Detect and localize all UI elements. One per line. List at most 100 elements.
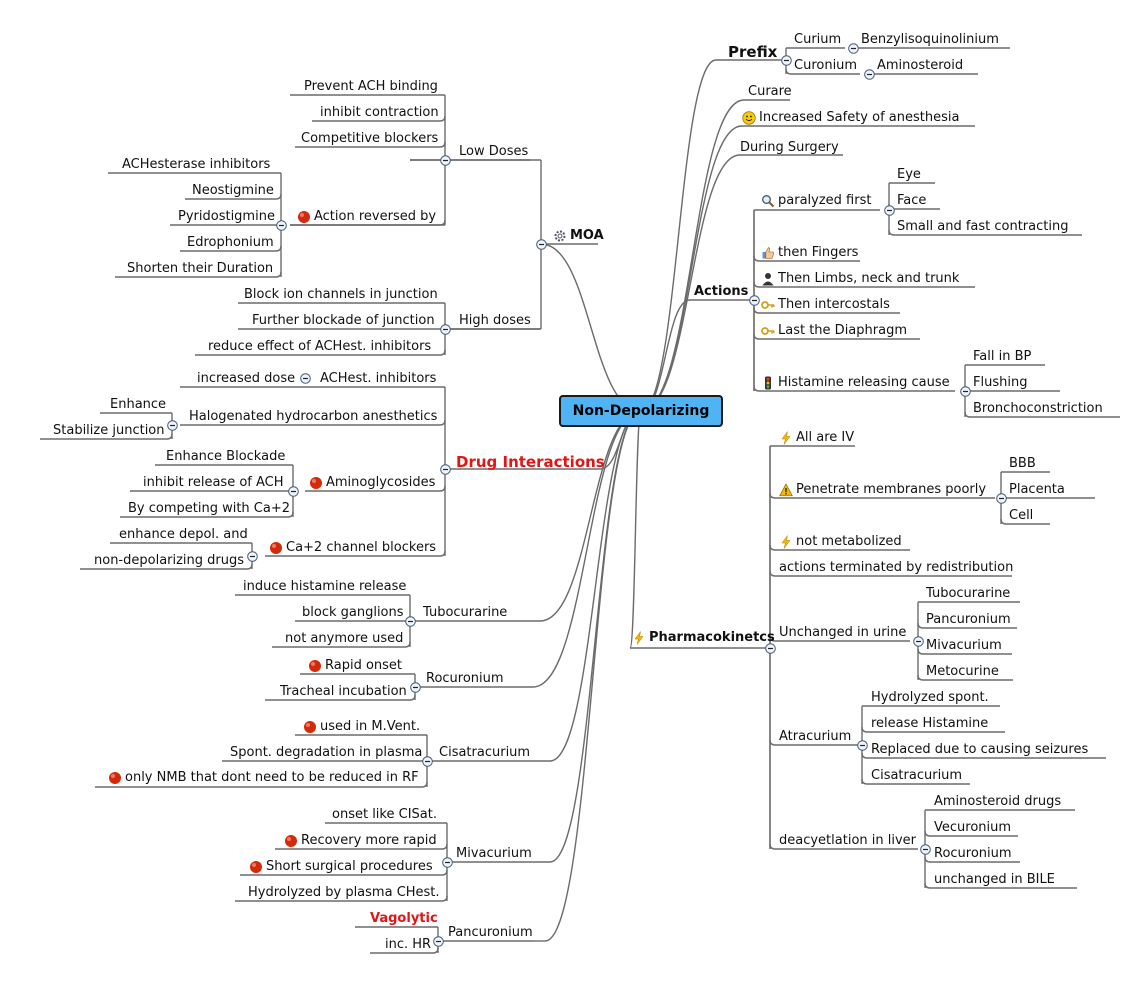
not-metabolized-node[interactable]: not metabolized: [779, 534, 902, 551]
reversal-item[interactable]: ACHesterase inhibitors: [122, 157, 271, 172]
curium-child[interactable]: Benzylisoquinolinium: [861, 32, 999, 47]
curonium-node[interactable]: Curonium: [794, 58, 858, 73]
mivacurium-item[interactable]: Hydrolyzed by plasma CHest.: [248, 885, 440, 900]
halogenated-node[interactable]: Halogenated hydrocarbon anesthetics: [189, 409, 438, 424]
liver-item[interactable]: unchanged in BILE: [934, 872, 1055, 887]
collapse-toggle[interactable]: [275, 219, 287, 231]
collapse-toggle[interactable]: [246, 550, 258, 562]
pancuronium-node[interactable]: Pancuronium: [448, 925, 533, 940]
halogenated-child[interactable]: Enhance: [110, 397, 167, 412]
low-doses-item[interactable]: inhibit contraction: [320, 105, 439, 120]
atracurium-item[interactable]: Hydrolyzed spont.: [871, 690, 989, 705]
penetrate-item[interactable]: BBB: [1009, 456, 1036, 471]
histamine-node[interactable]: Histamine releasing cause: [761, 375, 950, 392]
curare-node[interactable]: Curare: [748, 84, 792, 99]
curonium-child[interactable]: Aminosteroid: [877, 58, 964, 73]
collapse-toggle[interactable]: [439, 154, 451, 166]
paralyzed-item[interactable]: Face: [897, 193, 927, 208]
paralyzed-item[interactable]: Eye: [897, 167, 921, 182]
drug-interactions-node[interactable]: Drug Interactions: [456, 452, 605, 471]
low-doses-item[interactable]: Competitive blockers: [301, 131, 439, 146]
then-limbs-node[interactable]: Then Limbs, neck and trunk: [761, 271, 959, 288]
urine-item[interactable]: Mivacurium: [926, 638, 1002, 653]
mivacurium-node[interactable]: Mivacurium: [456, 846, 532, 861]
all-iv-node[interactable]: All are IV: [779, 430, 854, 447]
atracurium-node[interactable]: Atracurium: [779, 729, 852, 744]
tubocurarine-item[interactable]: block ganglions: [302, 605, 404, 620]
histamine-item[interactable]: Flushing: [973, 375, 1028, 390]
aminoglycosides-child[interactable]: inhibit release of ACH: [143, 475, 284, 490]
collapse-toggle[interactable]: [748, 294, 760, 306]
urine-node[interactable]: Unchanged in urine: [779, 625, 907, 640]
collapse-toggle[interactable]: [764, 642, 776, 654]
penetrate-item[interactable]: Cell: [1009, 508, 1034, 523]
mivacurium-item[interactable]: onset like CISat.: [332, 807, 437, 822]
collapse-toggle[interactable]: [847, 42, 859, 54]
collapse-toggle[interactable]: [535, 238, 547, 250]
cisatracurium-item[interactable]: only NMB that dont need to be reduced in…: [108, 770, 419, 787]
collapse-toggle[interactable]: [409, 681, 421, 693]
collapse-toggle[interactable]: [441, 856, 453, 868]
collapse-toggle[interactable]: [959, 385, 971, 397]
action-reversed-node[interactable]: Action reversed by: [297, 209, 436, 226]
root-node[interactable]: Non-Depolarizing: [559, 395, 723, 427]
high-doses-node[interactable]: High doses: [459, 313, 531, 328]
liver-node[interactable]: deacyetlation in liver: [779, 833, 917, 848]
then-fingers-node[interactable]: then Fingers: [761, 245, 858, 262]
cisatracurium-node[interactable]: Cisatracurium: [439, 745, 531, 760]
atracurium-item[interactable]: release Histamine: [871, 716, 989, 731]
histamine-item[interactable]: Fall in BP: [973, 349, 1032, 364]
liver-item[interactable]: Vecuronium: [934, 820, 1012, 835]
curium-node[interactable]: Curium: [794, 32, 842, 47]
reversal-item[interactable]: Shorten their Duration: [127, 261, 274, 276]
halogenated-child[interactable]: Stabilize junction: [53, 423, 165, 438]
collapse-toggle[interactable]: [439, 463, 451, 475]
collapse-toggle[interactable]: [439, 323, 451, 335]
mivacurium-item[interactable]: Short surgical procedures: [249, 859, 433, 876]
collapse-toggle[interactable]: [919, 843, 931, 855]
prefix-node[interactable]: Prefix: [728, 42, 778, 61]
reversal-item[interactable]: Neostigmine: [192, 183, 274, 198]
rocuronium-item[interactable]: Rapid onset: [308, 658, 402, 675]
achest-node[interactable]: ACHest. inhibitors: [320, 371, 437, 386]
collapse-toggle[interactable]: [432, 935, 444, 947]
ca-blockers-node[interactable]: Ca+2 channel blockers: [269, 540, 436, 557]
histamine-item[interactable]: Bronchoconstriction: [973, 401, 1103, 416]
paralyzed-item[interactable]: Small and fast contracting: [897, 219, 1069, 234]
liver-item[interactable]: Rocuronium: [934, 846, 1012, 861]
tubocurarine-item[interactable]: induce histamine release: [243, 579, 407, 594]
pharmacokinetics-node[interactable]: Pharmacokinetcs: [632, 630, 775, 647]
urine-item[interactable]: Tubocurarine: [926, 586, 1011, 601]
liver-item[interactable]: Aminosteroid drugs: [934, 794, 1062, 809]
rocuronium-item[interactable]: Tracheal incubation: [280, 684, 407, 699]
high-doses-item[interactable]: reduce effect of ACHest. inhibitors: [208, 339, 432, 354]
reversal-item[interactable]: Edrophonium: [187, 235, 274, 250]
redistribution-node[interactable]: actions terminated by redistribution: [779, 560, 1014, 575]
mivacurium-item[interactable]: Recovery more rapid: [284, 833, 437, 850]
reversal-item[interactable]: Pyridostigmine: [178, 209, 275, 224]
aminoglycosides-child[interactable]: Enhance Blockade: [166, 449, 286, 464]
low-doses-node[interactable]: Low Doses: [459, 144, 529, 159]
rocuronium-node[interactable]: Rocuronium: [426, 671, 504, 686]
cisatracurium-item[interactable]: Spont. degradation in plasma: [230, 745, 423, 760]
collapse-toggle[interactable]: [856, 739, 868, 751]
increased-safety-node[interactable]: Increased Safety of anesthesia: [742, 110, 959, 127]
achest-child[interactable]: increased dose: [197, 371, 296, 386]
high-doses-item[interactable]: Block ion channels in junction: [244, 287, 438, 302]
aminoglycosides-node[interactable]: Aminoglycosides: [309, 475, 435, 492]
then-intercostals-node[interactable]: Then intercostals: [761, 297, 890, 314]
collapse-toggle[interactable]: [299, 372, 311, 384]
urine-item[interactable]: Metocurine: [926, 664, 999, 679]
collapse-toggle[interactable]: [166, 419, 178, 431]
actions-node[interactable]: Actions: [694, 284, 749, 299]
moa-node[interactable]: MOA: [553, 228, 604, 245]
penetrate-item[interactable]: Placenta: [1009, 482, 1065, 497]
atracurium-item[interactable]: Replaced due to causing seizures: [871, 742, 1089, 757]
collapse-toggle[interactable]: [287, 485, 299, 497]
aminoglycosides-child[interactable]: By competing with Ca+2: [128, 501, 291, 516]
high-doses-item[interactable]: Further blockade of junction: [252, 313, 435, 328]
collapse-toggle[interactable]: [421, 755, 433, 767]
cisatracurium-item[interactable]: used in M.Vent.: [303, 719, 420, 736]
collapse-toggle[interactable]: [780, 54, 792, 66]
during-surgery-node[interactable]: During Surgery: [740, 140, 839, 155]
